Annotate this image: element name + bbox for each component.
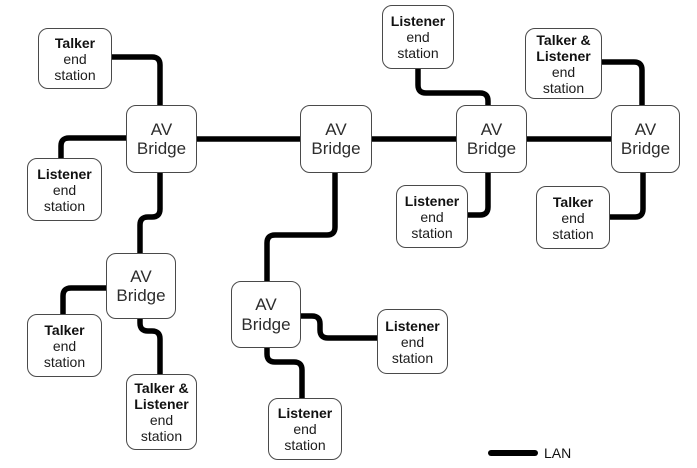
bridge-label: Bridge	[466, 139, 517, 158]
station-role-label: Talker	[54, 34, 96, 51]
node-av-bridge-3: AV Bridge	[456, 105, 527, 173]
link-bridge5-to-talker-bl	[60, 285, 107, 315]
station-line: station	[397, 45, 439, 61]
link-talker-listener-tr-to-bridge4	[601, 59, 645, 105]
station-line: station	[391, 349, 434, 366]
node-listener-end-station-below-bridge3: Listener end station	[396, 185, 468, 248]
node-av-bridge-6: AV Bridge	[231, 281, 301, 348]
station-role-label: Talker &	[536, 31, 591, 48]
link-bridge2-to-bridge6	[264, 172, 338, 282]
node-av-bridge-4: AV Bridge	[611, 105, 680, 173]
station-line: station	[140, 428, 183, 444]
station-role-label: Listener	[134, 396, 189, 412]
station-role-label: Listener	[277, 405, 333, 421]
bridge-label: AV	[325, 119, 347, 139]
bridge-label: AV	[634, 119, 657, 139]
station-line: end	[52, 181, 77, 198]
station-line: station	[284, 437, 326, 453]
station-role-label: Talker	[552, 193, 594, 210]
bridge-label: Bridge	[311, 139, 361, 158]
link-bridge4-to-talker-b4	[609, 172, 646, 220]
link-bridge1-to-listener-left	[58, 135, 127, 159]
bridge-label: Bridge	[620, 139, 671, 158]
station-line: end	[52, 337, 77, 354]
station-line: station	[552, 225, 594, 242]
station-line: station	[542, 79, 585, 96]
station-line: end	[149, 412, 174, 428]
station-role-label: Listener	[536, 47, 591, 64]
node-listener-end-station-bottom-middle: Listener end station	[268, 398, 342, 460]
node-talker-end-station-top-left: Talker end station	[38, 28, 112, 89]
link-bridge1-to-bridge5	[137, 172, 163, 254]
node-listener-end-station-right-of-bridge6: Listener end station	[377, 309, 448, 374]
node-av-bridge-5: AV Bridge	[106, 253, 176, 319]
station-line: end	[551, 63, 576, 80]
station-role-label: Listener	[385, 317, 440, 334]
node-listener-end-station-left: Listener end station	[27, 158, 102, 221]
station-line: station	[411, 224, 453, 241]
station-line: end	[561, 209, 585, 226]
node-talker-end-station-bottom-left: Talker end station	[27, 314, 102, 377]
station-role-label: Listener	[390, 13, 446, 29]
bridge-label: AV	[130, 266, 152, 286]
node-listener-end-station-top-middle: Listener end station	[382, 5, 454, 69]
station-line: end	[63, 50, 87, 67]
station-role-label: Talker	[44, 321, 85, 338]
station-line: station	[43, 353, 86, 370]
station-role-label: Listener	[404, 192, 460, 209]
bridge-label: AV	[150, 119, 173, 139]
legend-lan-label: LAN	[544, 445, 572, 461]
station-line: end	[293, 421, 317, 437]
node-av-bridge-1: AV Bridge	[126, 105, 197, 173]
station-line: station	[54, 66, 96, 83]
link-bridge3-to-listener-b3	[467, 172, 491, 218]
node-talker-listener-end-station-top-right: Talker & Listener end station	[525, 28, 602, 99]
bridge-label: Bridge	[136, 139, 187, 158]
link-bridge6-to-listener-right	[300, 313, 378, 341]
station-line: end	[400, 333, 425, 350]
station-role-label: Talker &	[134, 380, 189, 396]
link-bridge5-to-talker-listener-bl	[137, 318, 163, 375]
link-bridge6-to-listener-bottom	[264, 347, 305, 399]
station-line: end	[406, 29, 430, 45]
station-line: station	[43, 197, 86, 214]
station-role-label: Listener	[37, 165, 92, 182]
bridge-label: AV	[480, 119, 503, 139]
bridge-label: AV	[255, 295, 277, 314]
node-av-bridge-2: AV Bridge	[300, 105, 372, 173]
node-talker-listener-end-station-bottom: Talker & Listener end station	[126, 374, 197, 450]
link-talker-tl-to-bridge1	[112, 54, 163, 105]
station-line: end	[420, 208, 444, 225]
node-talker-end-station-below-bridge4: Talker end station	[536, 186, 610, 249]
link-listener-tm-to-bridge3	[415, 69, 491, 105]
bridge-label: Bridge	[241, 314, 291, 334]
bridge-label: Bridge	[116, 286, 166, 305]
